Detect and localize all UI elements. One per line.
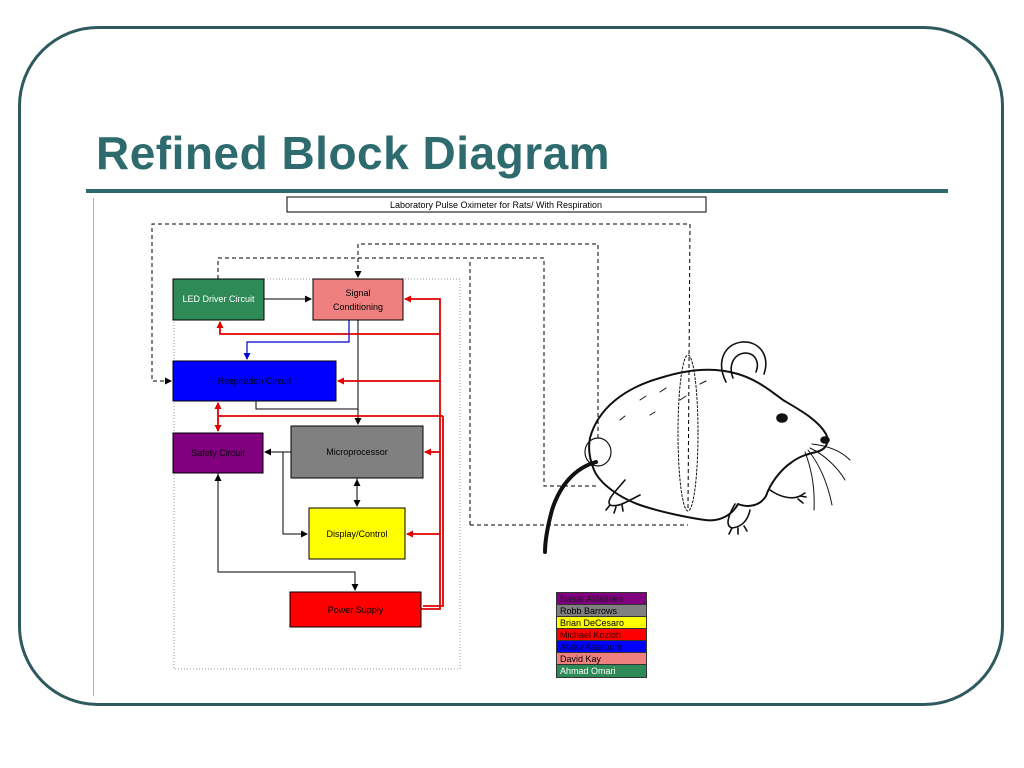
safety-circuit-label: Safety Circuit (191, 448, 245, 458)
signal-to-respiration-line (243, 320, 350, 360)
diagram-header-text: Laboratory Pulse Oximeter for Rats/ With… (390, 200, 602, 210)
legend-row: David Kay (557, 653, 646, 665)
respiration-circuit-block: Respiration Circuit (172, 360, 337, 402)
microprocessor-display-side-arrow (282, 452, 308, 538)
microprocessor-label: Microprocessor (326, 447, 388, 457)
power-supply-label: Power Supply (328, 605, 384, 615)
safety-to-power-arrow (217, 473, 359, 591)
legend-row: Ahmad Omari (557, 665, 646, 677)
display-control-block: Display/Control (308, 507, 406, 560)
black-connectors (214, 295, 362, 591)
power-to-signal-line (404, 295, 441, 610)
title-underline (86, 189, 948, 193)
power-return-line (423, 416, 444, 607)
legend-row: Abdul Alsaloum (557, 641, 646, 653)
rat-illustration (543, 341, 851, 554)
signal-conditioning-label-line2: Conditioning (333, 302, 383, 312)
power-lines (214, 295, 444, 610)
tail-sensor-to-signal-line (354, 243, 599, 438)
led-to-rat-sensor-line (217, 257, 598, 487)
slide-title: Refined Block Diagram (96, 127, 611, 179)
led-driver-label: LED Driver Circuit (182, 294, 255, 304)
slide-frame (18, 26, 1004, 706)
diagram-header: Laboratory Pulse Oximeter for Rats/ With… (286, 196, 707, 213)
signal-to-respiration-arrow (243, 320, 350, 360)
system-boundary (173, 278, 461, 670)
respiration-to-microprocessor-line (255, 401, 358, 410)
power-to-led-line (216, 321, 440, 335)
left-divider (93, 198, 94, 696)
sensor-lines (151, 223, 691, 526)
led-driver-block: LED Driver Circuit (172, 278, 265, 321)
neck-sensor-to-respiration-line (151, 223, 691, 509)
display-control-label: Display/Control (326, 529, 387, 539)
power-supply-block: Power Supply (289, 591, 422, 628)
legend-row: Brian DeCesaro (557, 617, 646, 629)
respiration-circuit-label: Respiration Circuit (218, 376, 292, 386)
signal-conditioning-label-line1: Signal (345, 288, 370, 298)
signal-conditioning-block: Signal Conditioning (312, 278, 404, 321)
safety-circuit-block: Safety Circuit (172, 432, 264, 474)
legend-row: Robb Barrows (557, 605, 646, 617)
legend-row: Nasar Aldaihani (557, 593, 646, 605)
legend-row: Michael Kozloh (557, 629, 646, 641)
microprocessor-block: Microprocessor (290, 425, 424, 479)
